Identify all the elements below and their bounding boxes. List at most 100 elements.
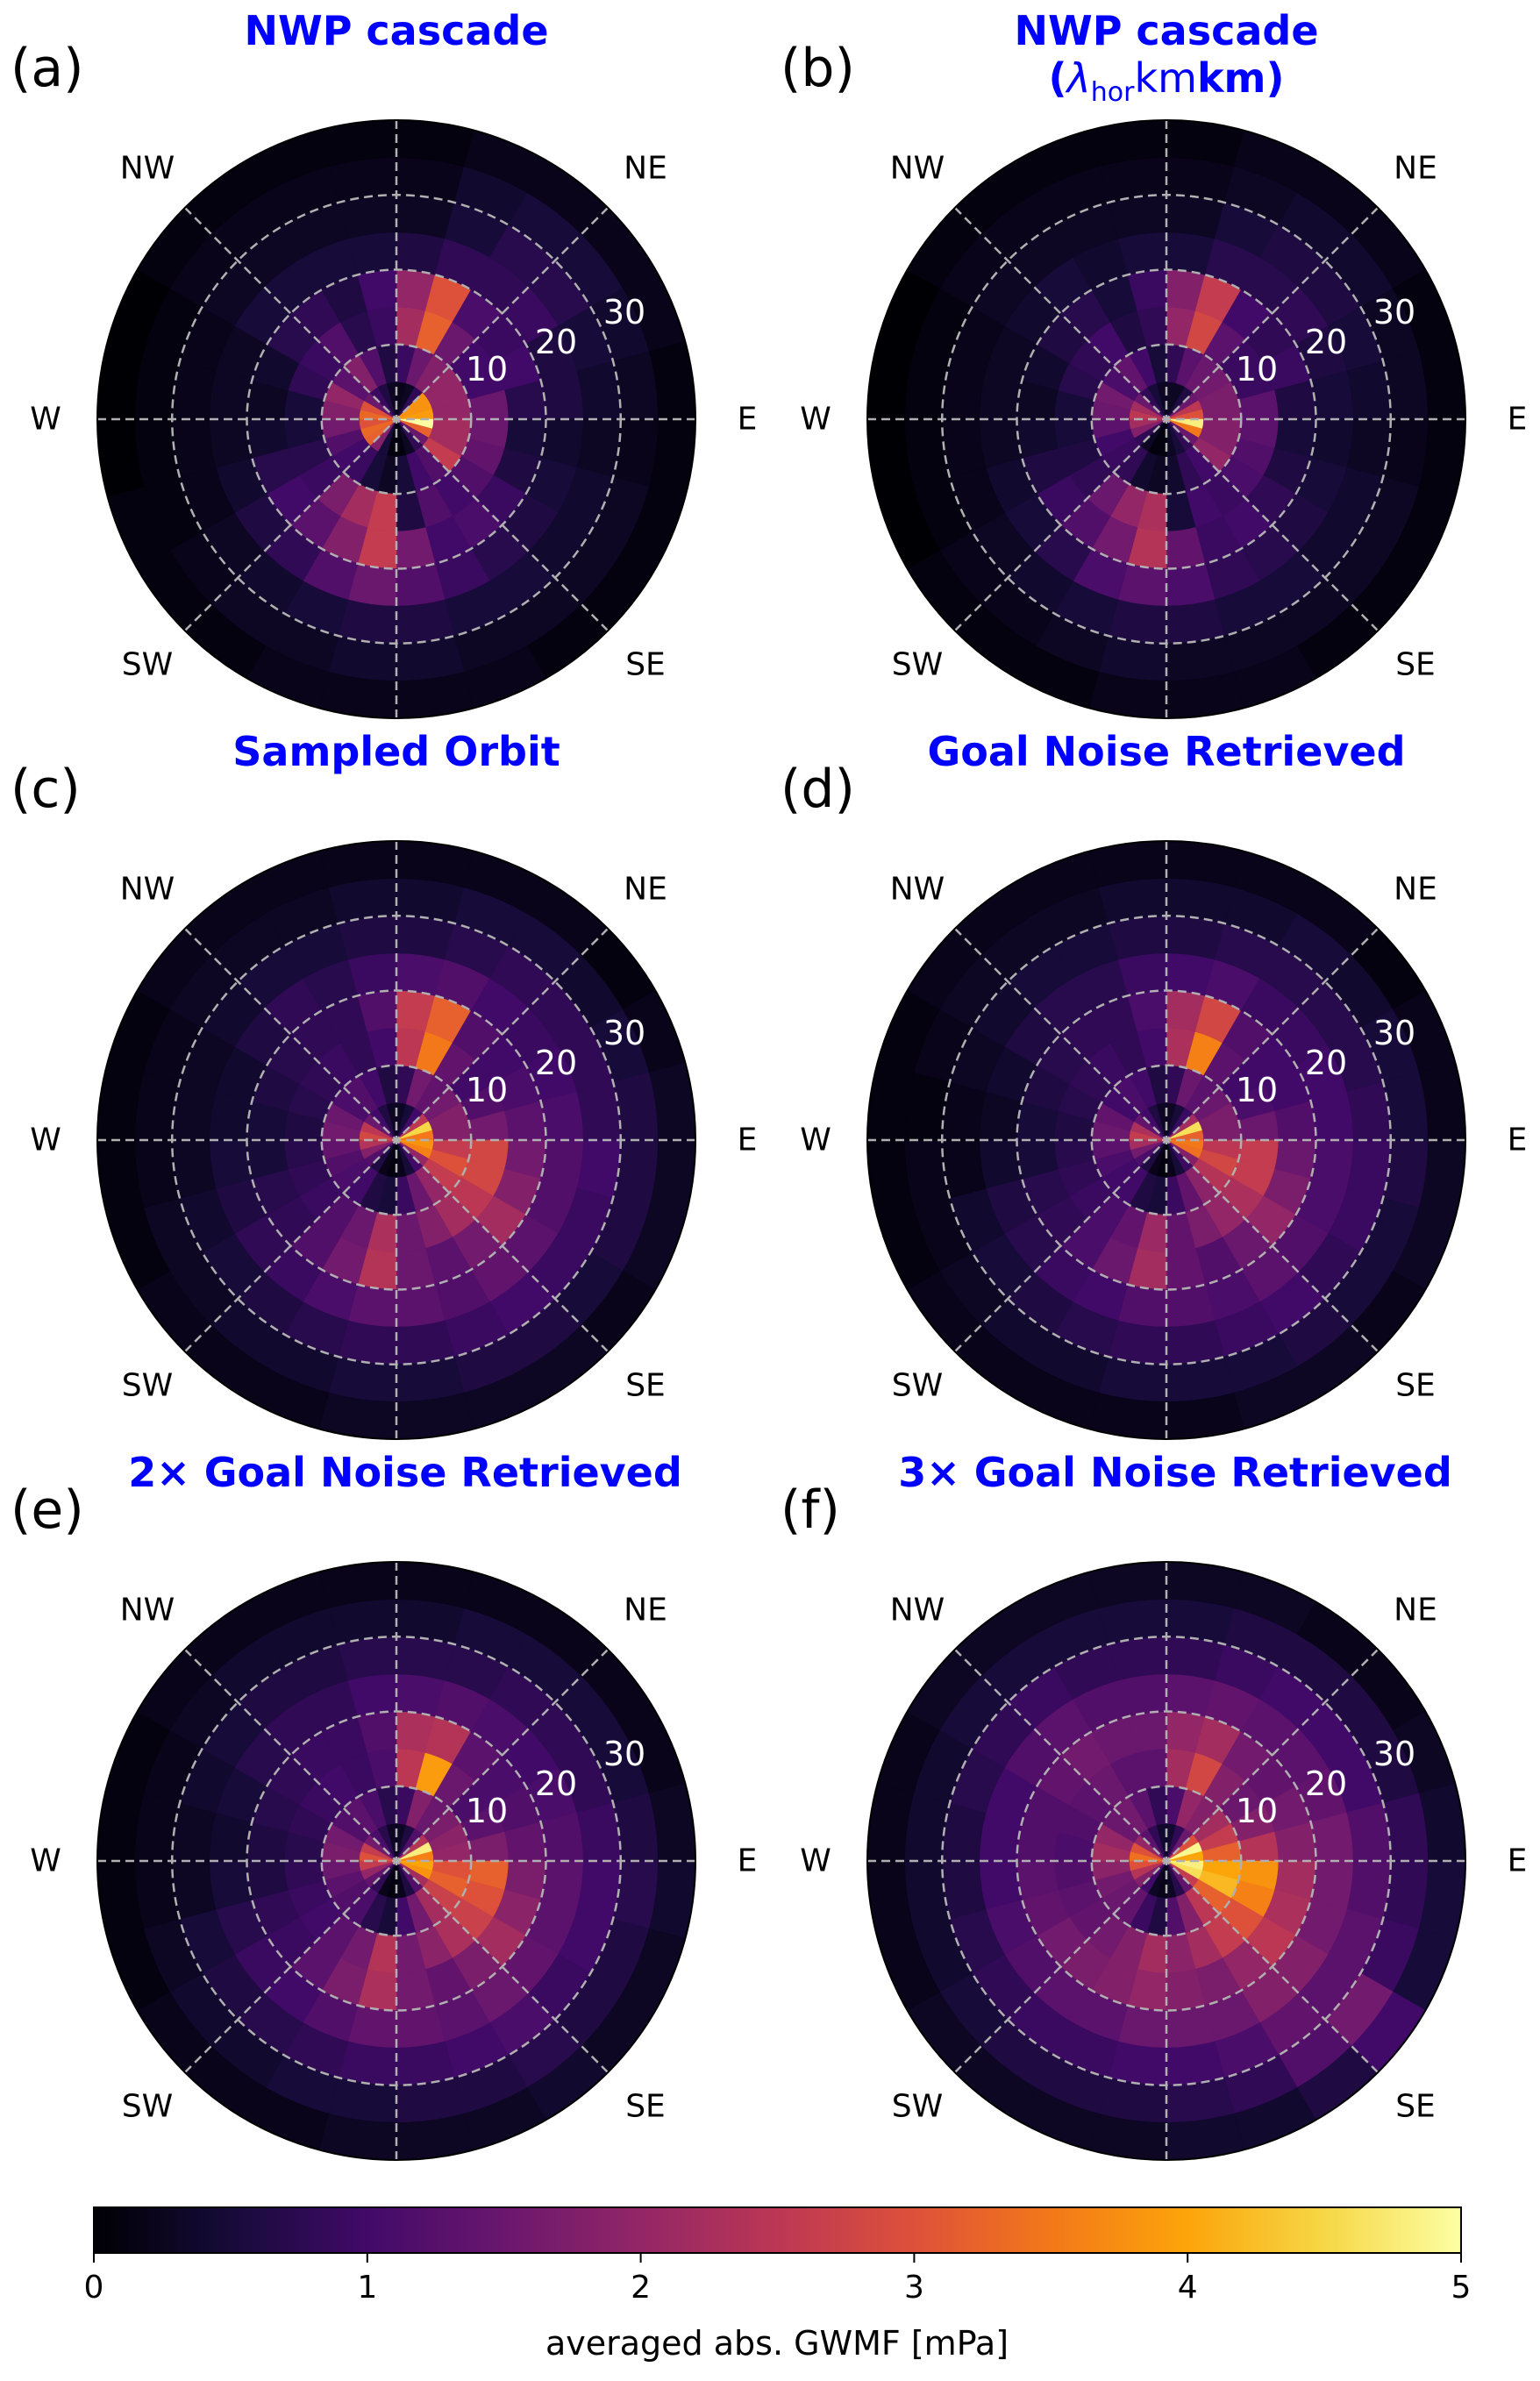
polar-panel-b bbox=[866, 119, 1466, 719]
grid-circle bbox=[1090, 1785, 1243, 1937]
polar-frame bbox=[96, 1561, 696, 2161]
compass-label-ne: NE bbox=[1394, 150, 1437, 187]
grid-circle bbox=[320, 343, 473, 495]
ring-label-10: 10 bbox=[465, 350, 509, 389]
grid-circle bbox=[246, 1710, 547, 2012]
polar-panel-e bbox=[96, 1561, 696, 2161]
compass-label-se: SE bbox=[625, 1367, 666, 1404]
compass-label-se: SE bbox=[1395, 1367, 1436, 1404]
polar-panel-c bbox=[96, 840, 696, 1440]
grid-circle bbox=[1016, 1710, 1317, 2012]
compass-label-nw: NW bbox=[119, 1592, 175, 1629]
ring-label-20: 20 bbox=[534, 1044, 578, 1082]
polar-frame bbox=[866, 1561, 1466, 2161]
ring-label-20: 20 bbox=[1304, 1764, 1348, 1803]
compass-label-ne: NE bbox=[1394, 871, 1437, 908]
compass-label-w: W bbox=[800, 401, 831, 438]
compass-label-sw: SW bbox=[891, 2088, 944, 2125]
panel-title: 3× Goal Noise Retrieved bbox=[898, 1449, 1452, 1496]
compass-label-nw: NW bbox=[889, 1592, 945, 1629]
ring-label-30: 30 bbox=[602, 1014, 646, 1052]
compass-label-w: W bbox=[30, 1122, 61, 1158]
polar-panel-a bbox=[96, 119, 696, 719]
compass-label-nw: NW bbox=[119, 871, 175, 908]
polar-frame bbox=[96, 119, 696, 719]
compass-label-e: E bbox=[737, 401, 758, 438]
colorbar-tick-label: 3 bbox=[903, 2270, 924, 2306]
colorbar-tick-label: 4 bbox=[1177, 2270, 1198, 2306]
grid-circle bbox=[320, 1785, 473, 1937]
compass-label-se: SE bbox=[1395, 2088, 1436, 2125]
compass-label-sw: SW bbox=[121, 2088, 174, 2125]
compass-label-sw: SW bbox=[121, 646, 174, 683]
ring-label-20: 20 bbox=[1304, 1044, 1348, 1082]
ring-label-20: 20 bbox=[1304, 323, 1348, 361]
compass-label-se: SE bbox=[1395, 646, 1436, 683]
colorbar-tick-label: 1 bbox=[357, 2270, 378, 2306]
ring-label-30: 30 bbox=[1372, 293, 1416, 331]
panel-label: (b) bbox=[781, 38, 855, 99]
panel-title: NWP cascade(λhorkmkm) bbox=[1014, 7, 1319, 109]
grid-spoke bbox=[953, 206, 1380, 632]
grid-spoke bbox=[183, 1648, 610, 2074]
colorbar-gradient bbox=[93, 2206, 1462, 2254]
colorbar-tick-label: 5 bbox=[1451, 2270, 1472, 2306]
ring-label-20: 20 bbox=[534, 1764, 578, 1803]
panel-title: Sampled Orbit bbox=[232, 728, 560, 775]
panel-title: 2× Goal Noise Retrieved bbox=[128, 1449, 682, 1496]
ring-label-30: 30 bbox=[1372, 1735, 1416, 1773]
grid-circle bbox=[1090, 1064, 1243, 1216]
ring-label-10: 10 bbox=[1235, 350, 1279, 389]
compass-label-sw: SW bbox=[891, 646, 944, 683]
compass-label-w: W bbox=[30, 401, 61, 438]
compass-label-nw: NW bbox=[889, 871, 945, 908]
ring-label-10: 10 bbox=[1235, 1792, 1279, 1830]
panel-label: (d) bbox=[781, 759, 855, 820]
grid-spoke bbox=[953, 927, 1380, 1353]
compass-label-ne: NE bbox=[1394, 1592, 1437, 1629]
compass-label-se: SE bbox=[625, 2088, 666, 2125]
compass-label-e: E bbox=[737, 1843, 758, 1879]
compass-label-sw: SW bbox=[891, 1367, 944, 1404]
compass-label-ne: NE bbox=[624, 1592, 667, 1629]
panel-label: (f) bbox=[781, 1479, 840, 1541]
grid-circle bbox=[246, 268, 547, 570]
compass-label-ne: NE bbox=[624, 871, 667, 908]
panel-title: Goal Noise Retrieved bbox=[927, 728, 1406, 775]
grid-spoke bbox=[183, 927, 610, 1353]
colorbar-tick-label: 2 bbox=[631, 2270, 652, 2306]
ring-label-20: 20 bbox=[534, 323, 578, 361]
grid-circle bbox=[1090, 343, 1243, 495]
polar-frame bbox=[866, 840, 1466, 1440]
grid-circle bbox=[320, 1064, 473, 1216]
compass-label-nw: NW bbox=[119, 150, 175, 187]
ring-label-10: 10 bbox=[465, 1792, 509, 1830]
ring-label-30: 30 bbox=[602, 293, 646, 331]
grid-spoke bbox=[953, 1648, 1380, 2074]
compass-label-w: W bbox=[800, 1122, 831, 1158]
compass-label-e: E bbox=[1507, 401, 1528, 438]
polar-panel-d bbox=[866, 840, 1466, 1440]
colorbar-tick-label: 0 bbox=[83, 2270, 104, 2306]
compass-label-ne: NE bbox=[624, 150, 667, 187]
compass-label-e: E bbox=[737, 1122, 758, 1158]
polar-frame bbox=[866, 119, 1466, 719]
grid-spoke bbox=[183, 206, 610, 632]
colorbar-ticks bbox=[93, 2253, 1462, 2263]
ring-label-10: 10 bbox=[465, 1071, 509, 1109]
compass-label-sw: SW bbox=[121, 1367, 174, 1404]
ring-label-10: 10 bbox=[1235, 1071, 1279, 1109]
panel-label: (a) bbox=[11, 38, 84, 99]
polar-panel-f bbox=[866, 1561, 1466, 2161]
grid-circle bbox=[1016, 268, 1317, 570]
grid-circle bbox=[1016, 989, 1317, 1291]
colorbar-label: averaged abs. GWMF [mPa] bbox=[545, 2324, 1009, 2363]
compass-label-nw: NW bbox=[889, 150, 945, 187]
panel-label: (e) bbox=[11, 1479, 84, 1541]
panel-label: (c) bbox=[11, 759, 81, 820]
ring-label-30: 30 bbox=[1372, 1014, 1416, 1052]
compass-label-w: W bbox=[800, 1843, 831, 1879]
polar-frame bbox=[96, 840, 696, 1440]
